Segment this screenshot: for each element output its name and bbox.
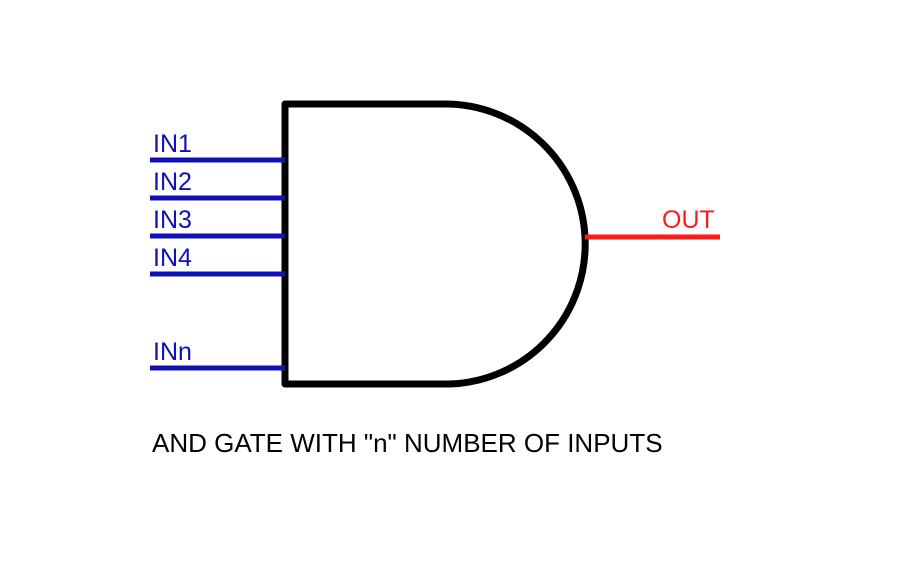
input-label-n: INn bbox=[153, 338, 192, 366]
input-label-3: IN3 bbox=[153, 206, 192, 234]
input-label-1: IN1 bbox=[153, 130, 192, 158]
input-label-2: IN2 bbox=[153, 168, 192, 196]
input-wires bbox=[150, 157, 285, 371]
diagram-caption: AND GATE WITH "n" NUMBER OF INPUTS bbox=[152, 428, 663, 458]
output-label: OUT bbox=[662, 206, 715, 234]
and-gate-body bbox=[281, 100, 589, 388]
input-labels: IN1 IN2 IN3 IN4 INn bbox=[153, 130, 192, 366]
input-label-4: IN4 bbox=[153, 244, 192, 272]
